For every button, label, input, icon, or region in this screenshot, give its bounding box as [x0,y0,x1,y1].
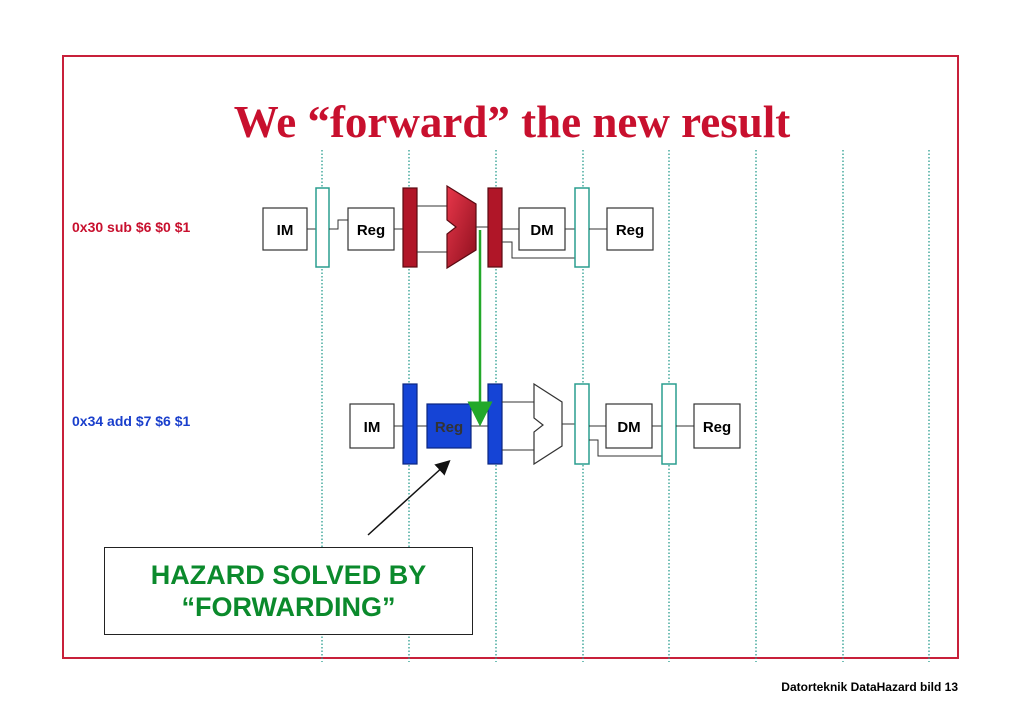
slide-footer: Datorteknik DataHazard bild 13 [781,680,958,694]
hazard-callout-box: HAZARD SOLVED BY “FORWARDING” [104,547,473,635]
reg-write-label: Reg [703,419,731,436]
wire [502,241,575,259]
pipeline-register-id-ex-active [487,383,503,465]
callout-pointer-arrow [367,459,451,536]
dm-label: DM [617,419,640,436]
instruction-add-label: 0x34 add $7 $6 $1 [72,413,191,429]
wire [329,219,348,230]
pipeline-register-if-id [315,187,330,268]
slide-frame [62,55,959,659]
callout-line-2: “FORWARDING” [181,592,396,622]
im-block [349,403,395,449]
pipeline-register-ex-mem-active [487,187,503,268]
im-label: IM [277,222,294,239]
reg-read-label: Reg [435,419,463,436]
dm-block [518,207,566,251]
pipeline-row-sub: IM Reg DM Reg [262,184,654,270]
dm-label: DM [530,222,553,239]
reg-read-block-active [426,403,472,449]
dm-block [605,403,653,449]
reg-write-label: Reg [616,222,644,239]
reg-read-block [347,207,395,251]
alu [533,382,563,466]
pipeline-register-mem-wb [574,187,590,268]
pipeline-row-add: IM Reg DM Reg [349,382,741,466]
reg-write-block [693,403,741,449]
pipeline-register-if-id-active [402,383,418,465]
alu-active [446,184,477,270]
reg-read-label: Reg [357,222,385,239]
slide-title: We “forward” the new result [233,97,791,147]
pipeline-register-id-ex-active [402,187,418,268]
callout-line-1: HAZARD SOLVED BY [150,560,427,590]
im-label: IM [364,419,381,436]
pipeline-register-ex-mem [574,383,590,465]
wire [589,439,662,457]
reg-write-block [606,207,654,251]
pipeline-register-mem-wb [661,383,677,465]
instruction-sub-label: 0x30 sub $6 $0 $1 [72,219,191,235]
